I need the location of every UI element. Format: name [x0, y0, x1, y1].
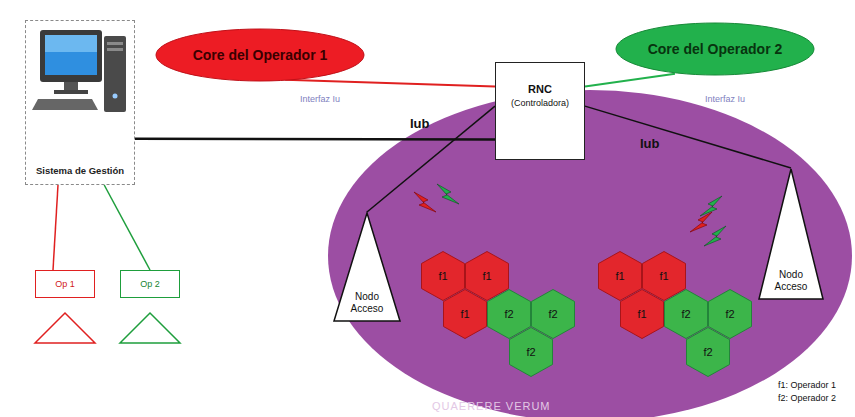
- node-text: Nodo Acceso: [769, 269, 813, 293]
- legend-note: f1: Operador 1: [778, 380, 836, 390]
- legend-note: f2: Operador 2: [778, 393, 836, 403]
- node-text: f1: [615, 270, 624, 282]
- connector-line: [367, 106, 495, 212]
- frequency-cell-hexagon: f2: [509, 327, 553, 377]
- node-text: f1: [659, 270, 668, 282]
- edge-label-box: Iub: [410, 114, 430, 132]
- edge-label-box: Interfaz Iu: [300, 88, 340, 106]
- node-text: (Controladora): [511, 98, 569, 108]
- frequency-cell-hexagon: f1: [620, 289, 664, 339]
- computer-icon: [32, 30, 126, 112]
- node-text: f1: [482, 270, 491, 282]
- node-text: RNC: [528, 83, 552, 95]
- hexagon-shape: [687, 328, 730, 377]
- interface-label: Interfaz Iu: [705, 94, 745, 104]
- hexagon-shape: [444, 290, 487, 339]
- node-text: f2: [548, 308, 557, 320]
- node-text: Op 1: [55, 279, 75, 289]
- triangle-shape: [334, 213, 400, 321]
- operator-terminal-box: Op 2: [120, 270, 180, 298]
- interface-label: Iub: [410, 116, 430, 131]
- interface-label: Iub: [640, 136, 660, 151]
- node-outline: [758, 168, 824, 300]
- radio-bolt: [690, 212, 712, 232]
- node-text: f2: [526, 346, 535, 358]
- triangle-shape: [759, 169, 823, 299]
- ellipse-shape: [616, 23, 814, 75]
- connector-line: [585, 74, 675, 87]
- node-text: f2: [703, 346, 712, 358]
- label-box: QUAERERE VERUM: [432, 396, 551, 414]
- radio-bolt: [437, 184, 459, 204]
- ellipse-shape: [156, 29, 364, 81]
- access-node-triangle: Nodo Acceso: [333, 212, 401, 322]
- node-text: f2: [681, 308, 690, 320]
- edge-label-box: Interfaz Iu: [705, 88, 745, 106]
- node-text: f1: [438, 270, 447, 282]
- operator-triangle: [120, 313, 180, 343]
- connector-line: [104, 185, 150, 270]
- hexagon-shape: [510, 328, 553, 377]
- operator-core-ellipse: Core del Operador 2: [615, 22, 815, 76]
- radio-bolt: [704, 226, 726, 246]
- connector-line: [285, 80, 495, 87]
- radio-bolt: [414, 192, 436, 212]
- node-text: Core del Operador 2: [648, 41, 783, 57]
- node-text: f1: [637, 308, 646, 320]
- node-text: f2: [725, 308, 734, 320]
- management-system-box: Sistema de Gestión: [25, 20, 135, 185]
- watermark-text: QUAERERE VERUM: [432, 400, 551, 412]
- node-text: Nodo Acceso: [345, 291, 389, 315]
- connector-line: [585, 106, 791, 168]
- rnc-controller-box: RNC (Controladora): [495, 62, 585, 160]
- connector-line: [135, 138, 495, 141]
- operator-terminal-box: Op 1: [35, 270, 95, 298]
- frequency-cell-hexagon: f1: [443, 289, 487, 339]
- interface-label: Interfaz Iu: [300, 94, 340, 104]
- label-box: f2: Operador 2: [778, 387, 836, 405]
- edge-label-box: Iub: [640, 134, 660, 152]
- node-text: Core del Operador 1: [193, 47, 328, 63]
- node-text: Sistema de Gestión: [36, 165, 124, 176]
- node-text: f1: [460, 308, 469, 320]
- access-node-triangle: Nodo Acceso: [758, 168, 824, 300]
- node-text: Op 2: [140, 279, 160, 289]
- operator-core-ellipse: Core del Operador 1: [155, 28, 365, 82]
- frequency-cell-hexagon: f2: [686, 327, 730, 377]
- operator-triangle: [35, 313, 95, 343]
- label-box: f1: Operador 1: [778, 374, 836, 392]
- connector-line: [53, 185, 58, 270]
- node-text: f2: [504, 308, 513, 320]
- hexagon-shape: [621, 290, 664, 339]
